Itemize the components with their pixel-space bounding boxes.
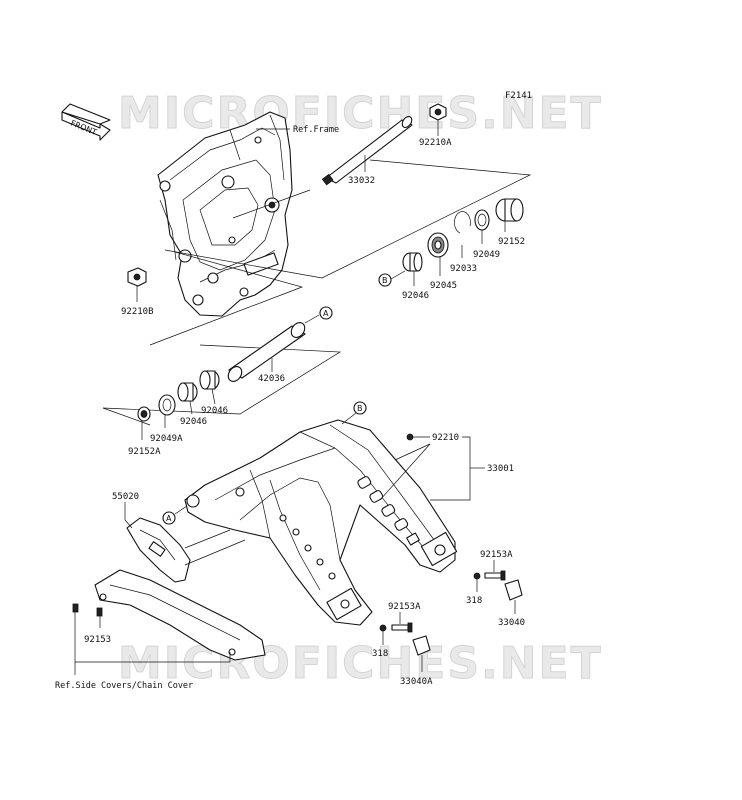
marker-b-upper: B <box>378 270 406 287</box>
watermark-top: MICROFICHES.NET <box>118 88 603 139</box>
part-92049A: 92049A <box>150 434 183 444</box>
marker-a-lower: A <box>162 505 188 525</box>
sleeve-42036 <box>227 314 320 382</box>
part-318-right: 318 <box>466 596 482 606</box>
svg-text:A: A <box>323 309 329 318</box>
bolt-92153 <box>72 603 103 662</box>
svg-text:A: A <box>166 514 172 523</box>
part-92046-left: 92046 <box>180 417 207 427</box>
part-92049: 92049 <box>473 250 500 260</box>
svg-text:B: B <box>382 276 388 285</box>
frame-pivot-guide <box>232 189 311 219</box>
part-92153: 92153 <box>84 635 111 645</box>
part-92152: 92152 <box>498 237 525 247</box>
part-92033: 92033 <box>450 264 477 274</box>
watermark-bottom: MICROFICHES.NET <box>118 638 603 689</box>
part-33001: 33001 <box>487 464 514 474</box>
svg-text:B: B <box>357 404 363 413</box>
part-33040: 33040 <box>498 618 525 628</box>
swingarm-33001 <box>184 419 458 626</box>
frame-lower-guide <box>149 251 304 346</box>
ref-side-covers-label: Ref.Side Covers/Chain Cover <box>55 681 193 691</box>
part-92153A-right: 92153A <box>480 550 513 560</box>
chain-cover <box>94 569 266 661</box>
part-92046-top: 92046 <box>402 291 429 301</box>
marker-a-upper: A <box>319 306 333 320</box>
nut-92210 <box>406 433 414 441</box>
ref-frame-label: Ref.Frame <box>293 125 339 135</box>
part-92210A: 92210A <box>419 138 452 148</box>
lower-bearing-box <box>102 344 342 415</box>
part-318-bottom: 318 <box>372 649 388 659</box>
lower-bearing-set <box>137 370 220 440</box>
part-92153A-bottom: 92153A <box>388 602 421 612</box>
part-33040A: 33040A <box>400 677 433 687</box>
figure-code: F2141 <box>505 91 532 101</box>
frame-drawing <box>157 111 293 317</box>
part-55020: 55020 <box>112 492 139 502</box>
upper-bearing-set <box>402 198 524 286</box>
part-33032: 33032 <box>348 176 375 186</box>
part-42036: 42036 <box>258 374 285 384</box>
chain-slider-55020 <box>124 502 191 583</box>
bearing-group-box <box>164 159 532 279</box>
nut-92210A <box>429 103 447 136</box>
marker-b-lower: B <box>341 401 367 425</box>
bottom-adjuster <box>379 612 431 672</box>
pivot-shaft-33032 <box>321 116 413 186</box>
part-92210: 92210 <box>432 433 459 443</box>
part-92045: 92045 <box>430 281 457 291</box>
nut-92210B <box>127 267 147 302</box>
part-92210B: 92210B <box>121 307 154 317</box>
right-adjuster <box>473 560 523 614</box>
part-92046-right: 92046 <box>201 406 228 416</box>
front-arrow-icon: FRONT <box>61 103 111 141</box>
part-92152A: 92152A <box>128 447 161 457</box>
